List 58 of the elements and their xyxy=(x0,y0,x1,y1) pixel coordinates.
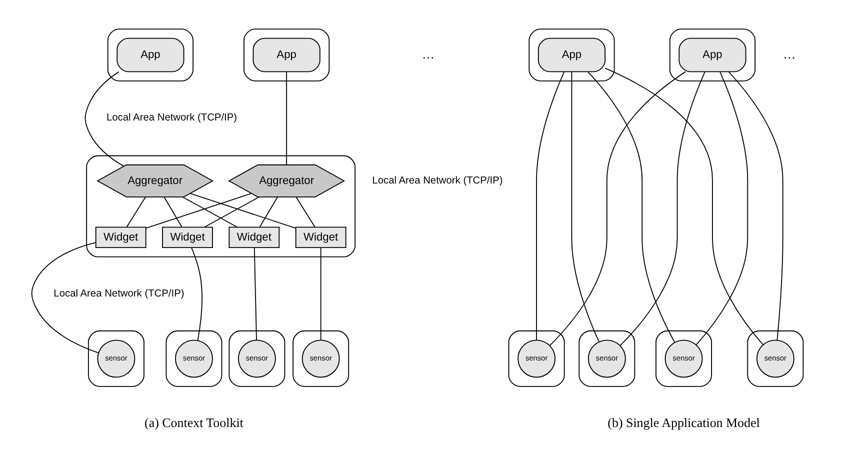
cluster xyxy=(747,330,804,387)
cluster xyxy=(669,28,756,82)
node-box: App xyxy=(678,38,746,72)
label: (b) Single Application Model xyxy=(608,414,760,430)
connector xyxy=(204,196,260,228)
label: (a) Context Toolkit xyxy=(144,414,244,430)
connector xyxy=(604,68,764,346)
connector xyxy=(320,247,322,341)
connector xyxy=(588,71,676,343)
node-circle: sensor xyxy=(302,340,340,378)
connector xyxy=(728,71,784,340)
connector xyxy=(696,72,748,346)
connector xyxy=(191,247,202,341)
cluster xyxy=(292,330,350,387)
connector xyxy=(296,196,316,228)
cluster xyxy=(244,28,330,82)
cluster xyxy=(228,330,286,387)
node-circle: sensor xyxy=(756,340,794,378)
node-box: Widget xyxy=(95,226,146,248)
cluster xyxy=(166,330,222,387)
cluster xyxy=(528,28,615,82)
connector xyxy=(146,192,252,229)
connector xyxy=(31,242,99,354)
connector xyxy=(549,71,686,346)
node-circle: sensor xyxy=(588,340,626,378)
node-box: Widget xyxy=(228,226,280,248)
node-circle: sensor xyxy=(664,340,703,378)
connector xyxy=(164,196,182,228)
node-box: Widget xyxy=(162,226,213,248)
connector xyxy=(536,72,565,340)
node-circle: sensor xyxy=(518,340,556,378)
connector xyxy=(254,247,257,341)
cluster xyxy=(86,155,356,258)
label: Local Area Network (TCP/IP) xyxy=(106,112,238,124)
cluster xyxy=(578,330,636,387)
cluster xyxy=(656,330,712,387)
connector xyxy=(126,196,146,228)
label: Local Area Network (TCP/IP) xyxy=(54,288,184,300)
connector xyxy=(84,71,124,167)
connector xyxy=(259,196,278,228)
node-circle: sensor xyxy=(238,340,276,378)
node-circle: sensor xyxy=(97,340,136,378)
connector xyxy=(620,72,706,346)
node-box: Widget xyxy=(295,226,346,248)
connector xyxy=(571,72,600,342)
node-box: App xyxy=(116,38,184,72)
label: … xyxy=(782,46,796,62)
label: Local Area Network (TCP/IP) xyxy=(372,176,503,186)
node-box: App xyxy=(538,38,606,72)
connector xyxy=(182,196,238,228)
label: … xyxy=(422,46,435,62)
node-circle: sensor xyxy=(175,340,213,378)
node-box: App xyxy=(252,38,320,72)
cluster xyxy=(88,330,144,387)
connector xyxy=(190,192,296,229)
cluster xyxy=(107,28,194,82)
cluster xyxy=(508,330,565,387)
connector xyxy=(286,71,288,166)
